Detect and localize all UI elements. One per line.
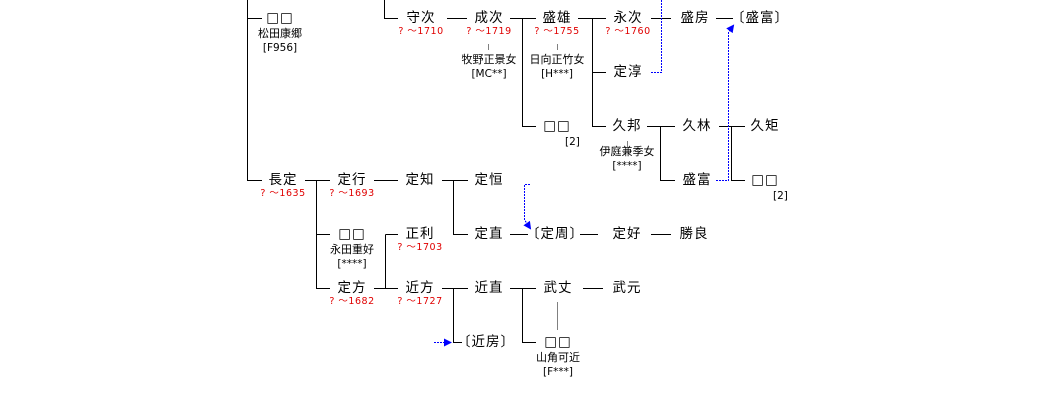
child-count-note: [2] [565,136,580,148]
person-chikafusa-ref[interactable]: 〔近房〕 [457,334,515,350]
person-name: 定知 [405,172,435,188]
person-name: 勝良 [679,226,709,242]
person-unk4[interactable]: □□ 永田重好 [****] [330,226,374,271]
person-name: 久矩 [750,118,780,134]
person-hisanori[interactable]: 久矩 [751,118,780,134]
person-masatoshi[interactable]: 正利 ? ～1703 [397,226,442,254]
person-sadaatsu[interactable]: 定淳 [614,64,643,80]
person-name: □□ [544,334,572,350]
fork-chikanao [522,288,536,343]
ref-link-moritomi [716,24,735,181]
life-dates: ? ～1693 [329,188,375,199]
person-nagatsugu[interactable]: 永次 ? ～1760 [605,10,650,38]
person-name: 久林 [682,118,712,134]
ref-code: [****] [337,258,367,270]
person-name: 〔盛富〕 [731,10,789,26]
person-chikakata[interactable]: 近方 ? ～1727 [397,280,442,308]
ref-code: [MC**] [471,68,507,80]
person-unk1[interactable]: □□ 松田康郷 [F956] [258,10,302,55]
person-name: 定行 [337,172,367,188]
fork-sadatomo [453,180,468,235]
fork-nagasada [316,180,330,289]
person-name: 定方 [337,280,367,296]
person-name: 定淳 [613,64,643,80]
ref-code: [H***] [541,68,573,80]
person-moritomi[interactable]: 盛富 [683,172,712,188]
person-hisabayashi[interactable]: 久林 [683,118,712,134]
person-unk5[interactable]: □□ 山角可近 [F***] [536,334,580,379]
person-chikanao[interactable]: 近直 [475,280,504,296]
person-sadatsune[interactable]: 定恒 [475,172,504,188]
spouse-name: 日向正竹女 [529,53,585,66]
person-moritomi-ref[interactable]: 〔盛富〕 [731,10,789,26]
person-name: 〔定周〕 [526,226,584,242]
person-unk3[interactable]: □□ [751,172,779,188]
life-dates: ? ～1635 [260,188,306,199]
person-name: 守次 [406,10,436,26]
person-name: 長定 [268,172,298,188]
fork-hisabayashi [731,126,745,181]
life-dates: ? ～1719 [466,26,512,37]
person-name: 盛雄 [542,10,572,26]
person-sadanao[interactable]: 定直 [475,226,504,242]
person-name: 定直 [474,226,504,242]
life-dates: ? ～1682 [329,296,375,307]
life-dates: ? ～1755 [534,26,580,37]
person-name: 永次 [613,10,643,26]
ref-code: [****] [612,160,642,172]
person-name: 近方 [405,280,435,296]
person-name: 定恒 [474,172,504,188]
fork-morio [592,18,606,127]
spouse-name: 伊庭兼季女 [599,145,655,158]
person-hisakuni[interactable]: 久邦 伊庭兼季女 [****] [600,118,655,173]
person-morio[interactable]: 盛雄 ? ～1755 日向正竹女 [H***] [530,10,585,81]
trunk-line [247,0,262,181]
person-name: □□ [338,226,366,242]
spouse-name: 山角可近 [536,351,580,364]
person-sadakata[interactable]: 定方 ? ～1682 [329,280,374,308]
ref-code: [F956] [262,42,298,54]
person-name: 〔近房〕 [457,334,515,350]
ref-code: [F***] [543,366,573,378]
person-takejo[interactable]: 武丈 [544,280,573,296]
person-naritsugu[interactable]: 成次 ? ～1719 牧野正景女 [MC**] [462,10,517,81]
life-dates: ? ～1710 [398,26,444,37]
person-sadatomo[interactable]: 定知 [406,172,435,188]
person-name: □□ [751,172,779,188]
person-name: 定好 [612,226,642,242]
life-dates: ? ～1703 [397,242,443,253]
spouse-name: 松田康郷 [258,27,302,40]
person-name: 成次 [474,10,504,26]
person-name: 盛房 [680,10,710,26]
person-morifusa[interactable]: 盛房 [681,10,710,26]
person-sadachika-ref[interactable]: 〔定周〕 [526,226,584,242]
person-name: 近直 [474,280,504,296]
fork-sadakata [385,234,398,289]
spouse-name: 牧野正景女 [461,53,517,66]
person-name: 正利 [405,226,435,242]
person-name: 久邦 [612,118,642,134]
person-sadayoshi[interactable]: 定好 [613,226,642,242]
ref-link-sadachika [523,184,532,230]
person-nagasada[interactable]: 長定 ? ～1635 [260,172,305,200]
branch-morotsugu [384,0,398,19]
person-name: □□ [266,10,294,26]
person-sadayuki[interactable]: 定行 ? ～1693 [329,172,374,200]
person-name: 武元 [612,280,642,296]
spouse-name: 永田重好 [330,243,374,256]
life-dates: ? ～1727 [397,296,443,307]
person-unk2[interactable]: □□ [543,118,571,134]
person-name: □□ [543,118,571,134]
fork-naritsugu [522,18,536,127]
person-morotsugu[interactable]: 守次 ? ～1710 [398,10,443,38]
person-name: 武丈 [543,280,573,296]
ref-link-sadaatsu [651,0,662,73]
fork-hisakuni [660,126,675,181]
child-count-note: [2] [773,190,788,202]
life-dates: ? ～1760 [605,26,651,37]
person-name: 盛富 [682,172,712,188]
fork-chikakata [453,288,462,343]
person-takemoto[interactable]: 武元 [613,280,642,296]
person-katsuyoshi[interactable]: 勝良 [680,226,709,242]
